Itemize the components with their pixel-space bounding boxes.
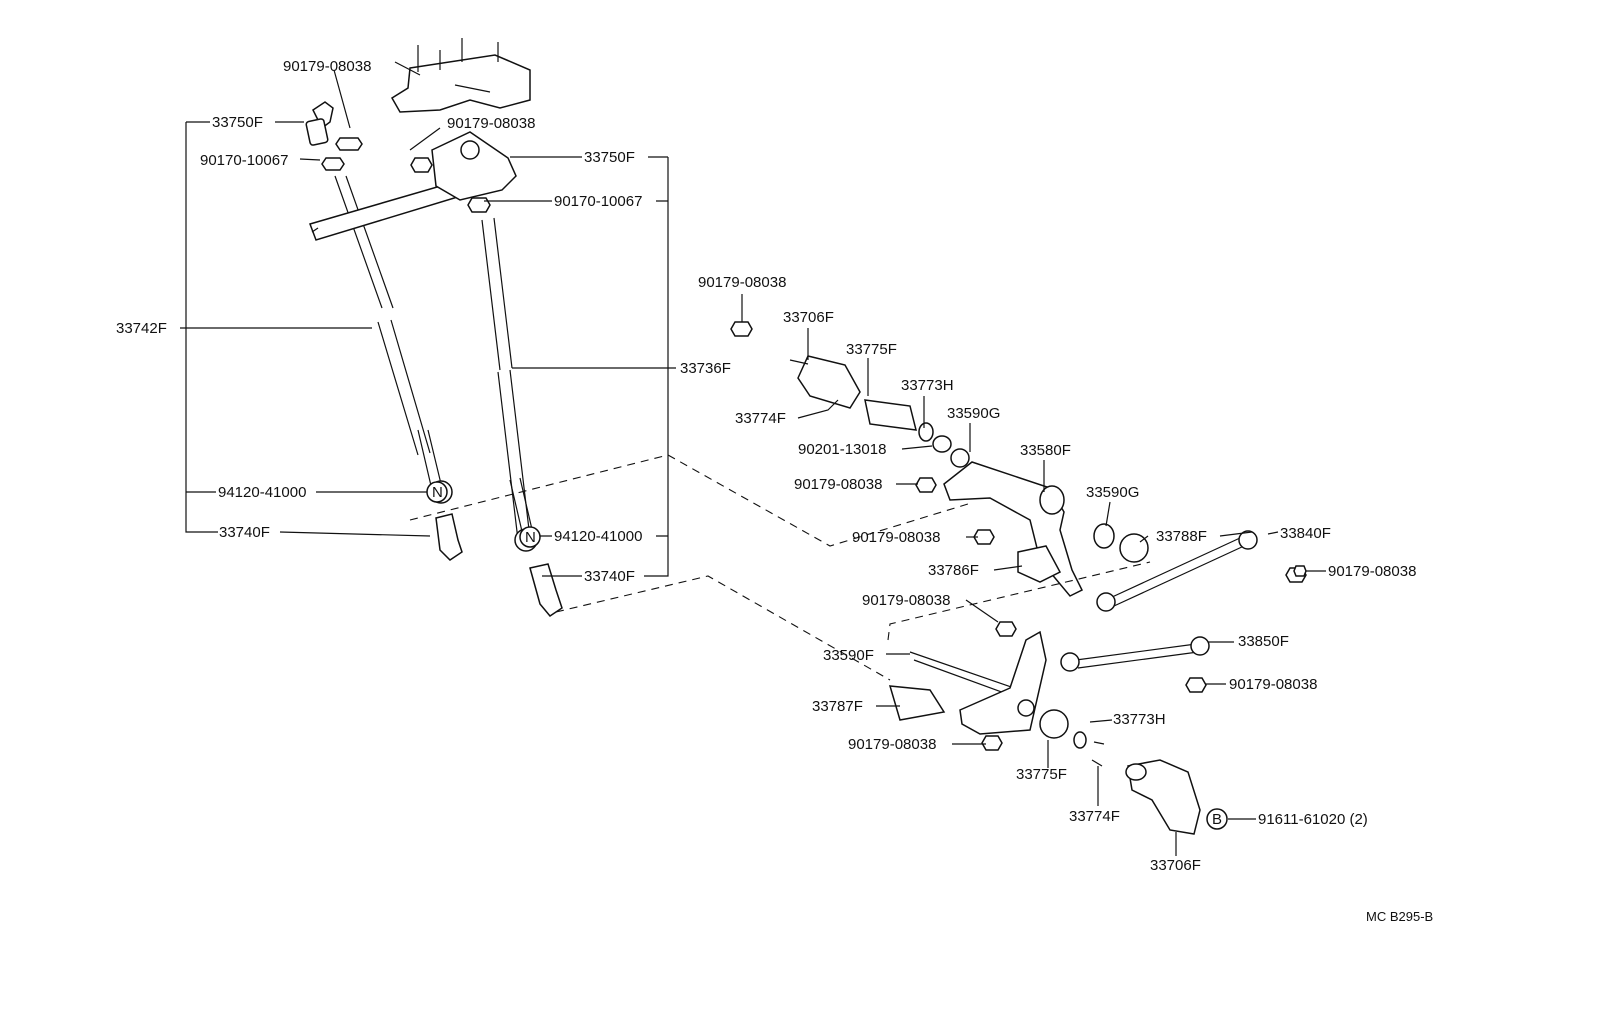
label-33786f: 33786F [928, 562, 979, 579]
label-90179-08038-c: 90179-08038 [698, 274, 786, 291]
nut-n-right: N [519, 526, 541, 548]
label-90201-13018: 90201-13018 [798, 441, 886, 458]
label-33773h-bottom: 33773H [1113, 711, 1166, 728]
reference-dashes [409, 454, 1151, 681]
label-94120-41000-right: 94120-41000 [554, 528, 642, 545]
label-33787f: 33787F [812, 698, 863, 715]
label-33736f: 33736F [680, 360, 731, 377]
label-33706f-top: 33706F [783, 309, 834, 326]
leader-lines [180, 69, 1326, 856]
label-90179-08038-top: 90179-08038 [283, 58, 371, 75]
label-33750f-right: 33750F [584, 149, 635, 166]
label-90179-08038-i: 90179-08038 [848, 736, 936, 753]
label-33706f-bottom: 33706F [1150, 857, 1201, 874]
label-33580f: 33580F [1020, 442, 1071, 459]
label-91611-61020: 91611-61020 (2) [1258, 811, 1368, 828]
part-labels: 90179-08038 33750F 90179-08038 33750F 90… [116, 58, 1433, 924]
label-33775f-top: 33775F [846, 341, 897, 358]
label-33774f-bottom: 33774F [1069, 808, 1120, 825]
label-33773h-top: 33773H [901, 377, 954, 394]
bolt-b-symbol: B [1212, 811, 1222, 828]
label-90179-08038-d: 90179-08038 [794, 476, 882, 493]
label-33840f: 33840F [1280, 525, 1331, 542]
mounting-bracket [390, 38, 531, 113]
label-90179-08038-e: 90179-08038 [852, 529, 940, 546]
label-33788f: 33788F [1156, 528, 1207, 545]
center-linkage [410, 131, 563, 617]
label-33850f: 33850F [1238, 633, 1289, 650]
label-90179-08038-h: 90179-08038 [1229, 676, 1317, 693]
label-33590f: 33590F [823, 647, 874, 664]
label-33740f-left: 33740F [219, 524, 270, 541]
label-90179-08038-f: 90179-08038 [1328, 563, 1416, 580]
label-33742f: 33742F [116, 320, 167, 337]
nut-n-left: N [426, 481, 448, 503]
cylinder-assembly [730, 321, 1307, 612]
label-33740f-right: 33740F [584, 568, 635, 585]
label-90170-10067-right: 90170-10067 [554, 193, 642, 210]
label-33774f-top: 33774F [735, 410, 786, 427]
left-linkage [305, 101, 476, 561]
drawing-code: MC B295-B [1366, 909, 1433, 924]
bolt-b: B [1206, 808, 1228, 830]
label-33775f-bottom: 33775F [1016, 766, 1067, 783]
label-33590g-top: 33590G [947, 405, 1000, 422]
label-90179-08038-g: 90179-08038 [862, 592, 950, 609]
lower-assembly [888, 565, 1307, 835]
nut-n-left-symbol: N [432, 484, 443, 501]
label-33750f-left: 33750F [212, 114, 263, 131]
label-33590g-mid: 33590G [1086, 484, 1139, 501]
label-90170-10067-left: 90170-10067 [200, 152, 288, 169]
label-90179-08038-b: 90179-08038 [447, 115, 535, 132]
label-94120-41000-left: 94120-41000 [218, 484, 306, 501]
nut-n-right-symbol: N [525, 529, 536, 546]
